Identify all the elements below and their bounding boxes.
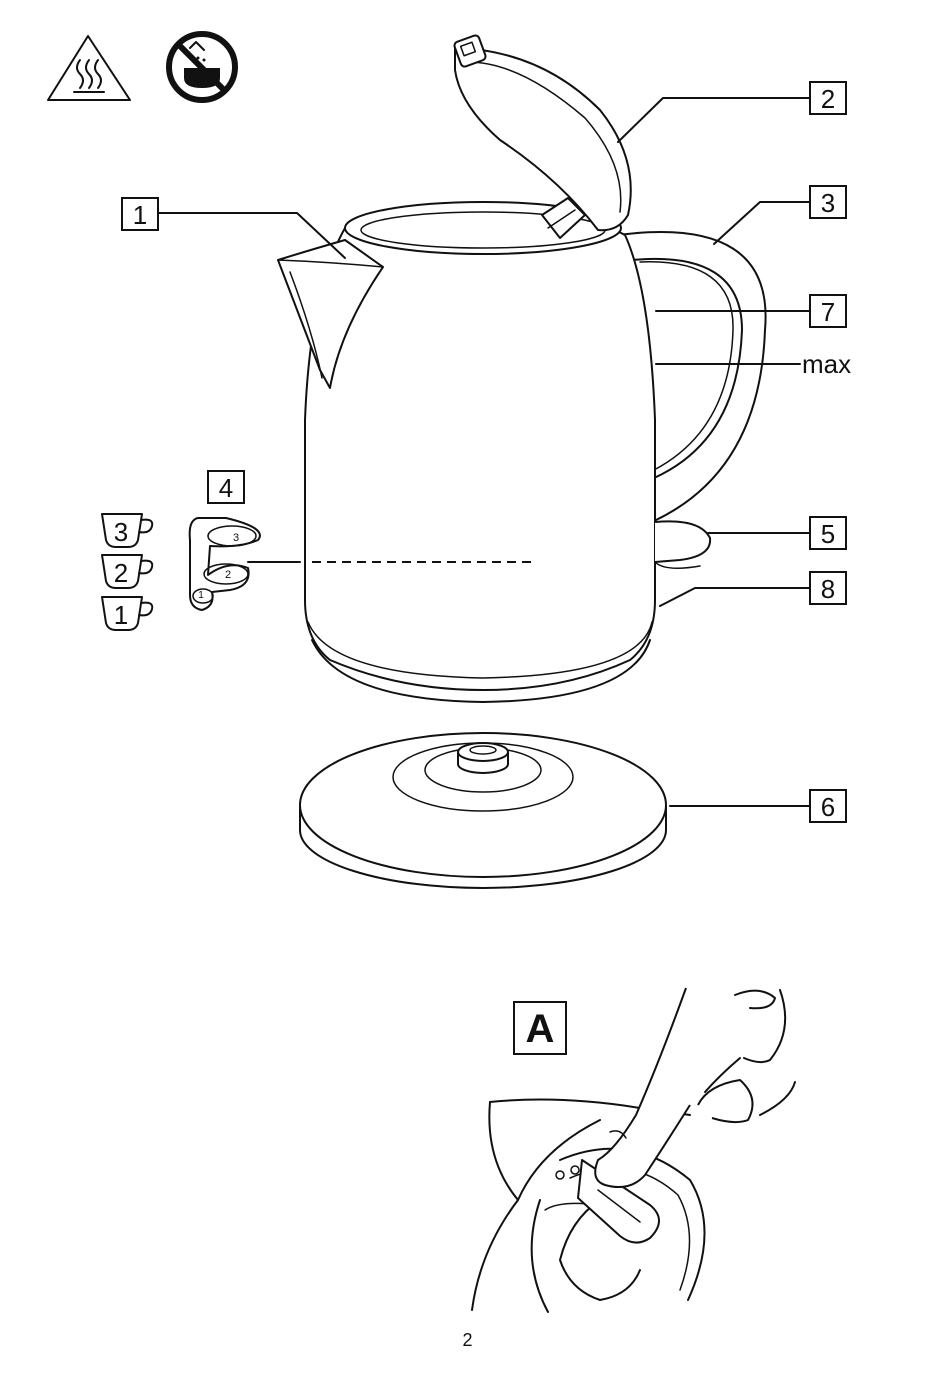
indicator-label-3: 3 (233, 532, 239, 544)
hot-surface-warning-icon (48, 36, 130, 100)
callout-label-4: 4 (219, 473, 233, 503)
callout-label-5: 5 (821, 519, 835, 549)
max-label: max (802, 349, 851, 379)
cup-icon-1: 1 (102, 597, 152, 630)
callout-5: 5 (810, 517, 846, 549)
callout-label-1: 1 (133, 200, 147, 230)
cup-label-1: 1 (114, 600, 128, 630)
callout-1: 1 (122, 198, 158, 230)
cup-icon-2: 2 (102, 555, 152, 588)
figure-a-text: A (526, 1007, 555, 1051)
figure-a-label: A (514, 1002, 566, 1054)
indicator-label-1: 1 (198, 590, 204, 601)
callout-4: 4 (208, 471, 244, 503)
callout-3: 3 (810, 186, 846, 218)
callout-label-3: 3 (821, 188, 835, 218)
kettle-body (278, 202, 766, 702)
callout-label-8: 8 (821, 574, 835, 604)
page-number: 2 (0, 1330, 935, 1351)
cup-label-2: 2 (114, 558, 128, 588)
cup-level-indicator: 3 2 1 (190, 518, 260, 610)
do-not-immerse-icon (169, 34, 235, 100)
callout-label-6: 6 (821, 792, 835, 822)
callout-6: 6 (810, 790, 846, 822)
cup-icon-3: 3 (102, 514, 152, 547)
callout-8: 8 (810, 572, 846, 604)
callout-label-2: 2 (821, 84, 835, 114)
indicator-label-2: 2 (225, 569, 231, 581)
callout-2: 2 (810, 82, 846, 114)
callout-label-7: 7 (821, 297, 835, 327)
cup-label-3: 3 (114, 517, 128, 547)
kettle-base (300, 733, 666, 888)
callout-7: 7 (810, 295, 846, 327)
